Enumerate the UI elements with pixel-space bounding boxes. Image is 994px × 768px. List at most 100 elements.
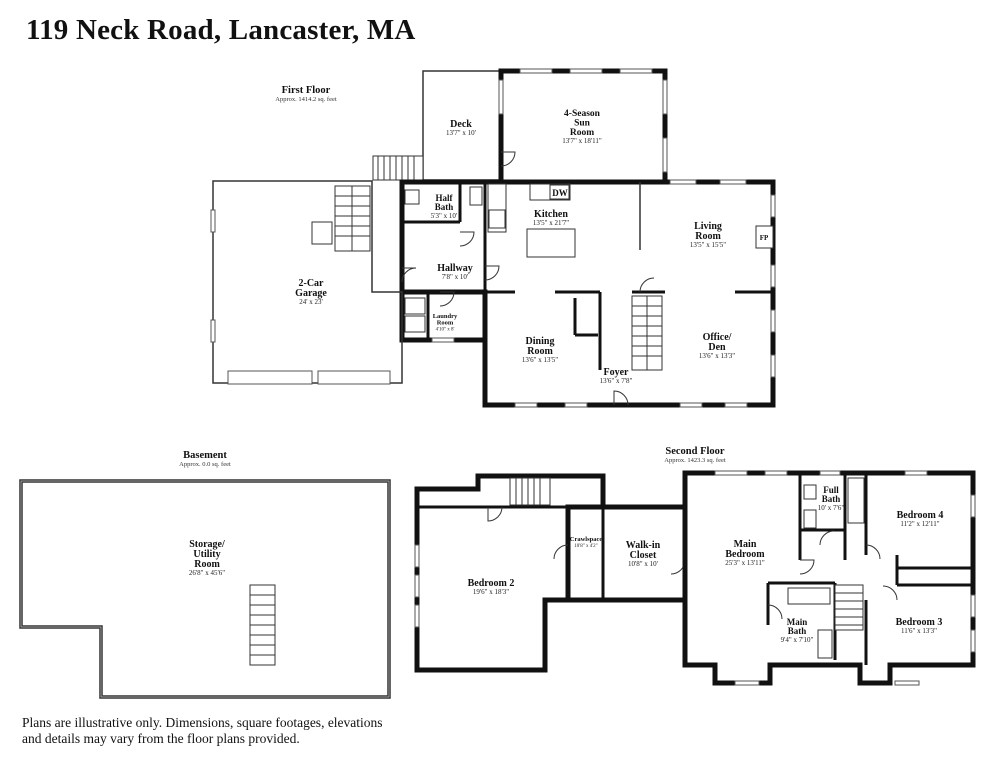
room-bedroom2-dimensions: 19'6" x 18'3"	[473, 588, 509, 596]
office-window	[679, 402, 703, 408]
basement-outline-inner	[21, 481, 389, 697]
room-fullbath-name: Full	[823, 485, 839, 495]
water-heater	[311, 221, 333, 245]
room-kitchen-dimensions: 13'5" x 21'7"	[533, 219, 569, 227]
fullbath-door	[819, 530, 835, 546]
room-hallway-dimensions: 7'8" x 10'	[442, 273, 468, 281]
garage-window	[210, 209, 216, 233]
fullbath-sink	[803, 509, 817, 529]
room-dining-name: Room	[527, 346, 553, 357]
room-walkin-name: Walk-in	[626, 540, 661, 551]
hallway-door	[484, 265, 500, 281]
garage-door-panel	[227, 370, 313, 385]
first-floor-name: First Floor	[282, 85, 331, 96]
first-floor-plan	[210, 68, 776, 408]
fullbath-tub	[847, 477, 865, 524]
room-crawlspace-name: Crawlspace	[570, 536, 603, 543]
first-floor-area: Approx. 1414.2 sq. feet	[275, 96, 337, 103]
disclaimer-text: Plans are illustrative only. Dimensions,…	[22, 715, 383, 746]
bedroom4-window	[970, 494, 976, 518]
bedroom3-window	[894, 680, 920, 686]
room-living-name: Living	[694, 221, 722, 232]
room-office-name: Den	[708, 342, 726, 353]
room-laundry-name: Room	[437, 320, 454, 327]
sunroom-window	[619, 68, 653, 74]
room-sunroom-dimensions: 13'7" x 18'11"	[562, 137, 602, 145]
room-storage-name: Storage/	[189, 539, 225, 550]
room-sunroom-name: 4-Season	[564, 109, 601, 119]
deck-stairs	[372, 155, 424, 181]
room-mainbed-name: Main	[734, 539, 757, 550]
listing-title: 119 Neck Road, Lancaster, MA	[26, 14, 416, 46]
bedroom4-door	[865, 544, 881, 560]
living-window	[719, 179, 747, 185]
second-floor-name: Second Floor	[665, 446, 725, 457]
fixture-labels: DW FP	[552, 188, 769, 242]
bedroom3-window	[970, 594, 976, 618]
room-walkin-dimensions: 10'8" x 10'	[628, 560, 658, 568]
room-bedroom4-dimensions: 11'2" x 12'11"	[900, 520, 939, 528]
room-sunroom-name: Room	[570, 128, 594, 138]
sunroom-window	[662, 79, 668, 115]
room-deck-dimensions: 13'7" x 10'	[446, 129, 476, 137]
bedroom2-stairs	[509, 477, 551, 506]
room-halfbath-dimensions: 5'3" x 10'	[431, 212, 457, 220]
room-bedroom3-name: Bedroom 3	[896, 617, 943, 628]
fireplace	[755, 225, 774, 249]
fullbath-toilet	[803, 484, 817, 500]
garage-stairs	[334, 185, 371, 252]
room-bedroom2: Bedroom 219'6" x 18'3"	[468, 578, 515, 596]
room-bedroom2-name: Bedroom 2	[468, 578, 515, 589]
bedroom2-window	[414, 574, 420, 598]
sink	[469, 186, 483, 206]
main-stairs	[631, 295, 663, 371]
room-dining-dimensions: 13'6" x 13'5"	[522, 356, 558, 364]
dining-window	[564, 402, 588, 408]
room-bedroom4-name: Bedroom 4	[897, 510, 944, 521]
room-storage-name: Utility	[193, 549, 220, 560]
mainbed-window	[734, 680, 760, 686]
hall-stairs	[834, 584, 864, 631]
room-foyer-name: Foyer	[604, 367, 630, 378]
stair-door	[639, 277, 655, 293]
mainbath-vanity	[817, 629, 833, 659]
kitchen-range	[488, 209, 506, 229]
room-walkin-name: Closet	[630, 550, 657, 561]
room-mainbath-name: Bath	[788, 626, 807, 636]
garage-door	[401, 267, 417, 283]
bedroom2-window	[414, 544, 420, 568]
sunroom-window	[498, 79, 504, 115]
room-bedroom3: Bedroom 311'6" x 13'3"	[896, 617, 943, 635]
bedroom3-door	[882, 585, 898, 601]
room-bedroom4: Bedroom 411'2" x 12'11"	[897, 510, 944, 528]
room-fullbath-name: Bath	[822, 494, 841, 504]
room-mainbath-name: Main	[787, 617, 808, 627]
room-halfbath-name: Half	[436, 193, 454, 203]
room-garage-name: Garage	[295, 288, 327, 299]
dishwasher	[549, 184, 570, 200]
toilet	[404, 189, 420, 205]
crawlspace-door	[553, 544, 569, 560]
room-laundry-dimensions: 4'10" x 8'	[436, 328, 455, 333]
kitchen-island	[526, 228, 576, 258]
sunroom-window	[662, 137, 668, 173]
office-window	[770, 309, 776, 333]
room-garage-name: 2-Car	[299, 278, 325, 289]
fireplace-label: FP	[760, 234, 769, 242]
garage-window	[210, 319, 216, 343]
room-office-name: Office/	[703, 332, 732, 343]
laundry-window	[431, 337, 455, 343]
living-window	[770, 264, 776, 288]
basement-area: Approx. 0.0 sq. feet	[179, 461, 231, 468]
bedroom3-window	[970, 629, 976, 653]
